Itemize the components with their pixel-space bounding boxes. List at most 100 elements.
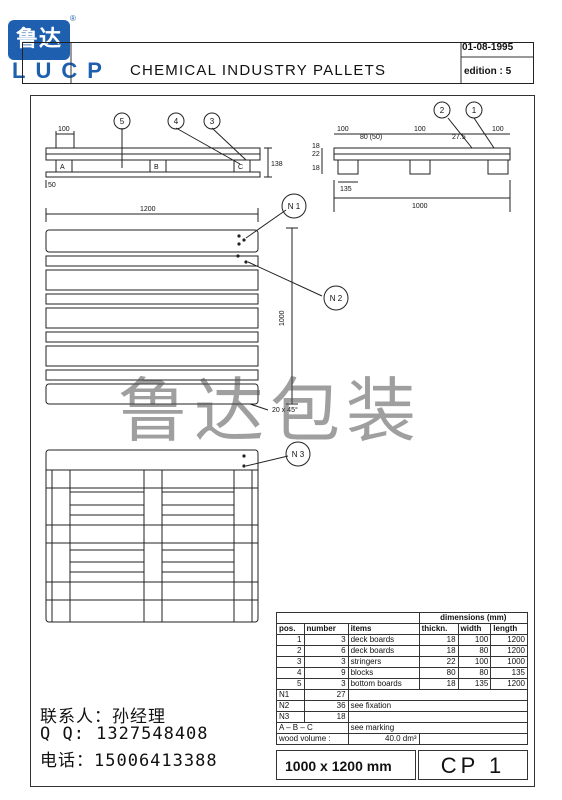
cell-item: deck boards (347, 645, 420, 657)
dim-chamfer: 20 x 45° (272, 406, 298, 414)
callout-3: 3 (210, 117, 215, 126)
page-title: CHEMICAL INDUSTRY PALLETS (130, 62, 387, 79)
cell-length: 1200 (490, 645, 528, 657)
col-items: items (347, 623, 420, 635)
cell-pos: 1 (276, 634, 305, 646)
cell-item: blocks (347, 667, 420, 679)
edition-label: edition : 5 (464, 66, 512, 77)
issue-date: 01-08-1995 (462, 42, 514, 53)
bottom-view (45, 449, 289, 623)
cell-item: stringers (347, 656, 420, 668)
parts-table: dimensions (mm) pos. number items thickn… (276, 612, 529, 745)
note-number: 18 (303, 711, 349, 723)
end-block-mid (409, 159, 431, 175)
dim-side-100: 100 (58, 126, 70, 133)
cell-pos: 4 (276, 667, 305, 679)
note-row: N2 36 see fixation (276, 700, 529, 712)
note-number: 27 (303, 689, 349, 701)
cell-thickness: 18 (418, 678, 459, 690)
label-block-c: C (238, 164, 243, 171)
side-view (45, 127, 272, 188)
top-deck-board-8 (45, 369, 259, 381)
marking-pos: A – B – C (276, 722, 349, 734)
note-n3: N 3 (292, 450, 305, 459)
cell-pos: 2 (276, 645, 305, 657)
wood-volume-value: 40.0 dm³ (347, 733, 420, 745)
note-row: N1 27 (276, 689, 529, 701)
dim-top-1200: 1200 (140, 206, 156, 213)
col-length: length (490, 623, 528, 635)
pallet-size: 1000 x 1200 mm (276, 750, 416, 780)
cell-thickness: 80 (418, 667, 459, 679)
dim-end-27: 27.5 (452, 134, 466, 141)
note-n2: N 2 (330, 294, 343, 303)
dim-end-80: 80 (50) (360, 134, 382, 141)
watermark: 鲁达包装 (118, 370, 422, 452)
title-block (22, 42, 534, 84)
top-deck-board-9 (45, 383, 259, 405)
side-deck-board (45, 147, 261, 155)
end-deck-board (333, 147, 511, 155)
note-row: N3 18 (276, 711, 529, 723)
top-deck-board-7 (45, 345, 259, 367)
table-row: 1 3 deck boards 18 100 1200 (276, 634, 528, 646)
dim-end-1000: 1000 (412, 203, 428, 210)
cell-width: 135 (457, 678, 492, 690)
dim-side-138: 138 (271, 161, 283, 168)
col-thickness: thickn. (418, 623, 459, 635)
cell-pos: 3 (276, 656, 305, 668)
bottom-outline (45, 449, 259, 623)
col-width: width (457, 623, 492, 635)
dimensions-header: dimensions (mm) (418, 612, 529, 624)
end-view (321, 117, 511, 212)
bottom-board-bottom (45, 581, 259, 601)
cell-length: 1200 (490, 678, 528, 690)
dim-end-18a: 18 (312, 143, 320, 150)
cell-width: 80 (457, 645, 492, 657)
dim-end-100a: 100 (337, 126, 349, 133)
dim-side-50: 50 (48, 182, 56, 189)
cell-number: 6 (303, 645, 349, 657)
table-row: 4 9 blocks 80 80 135 (276, 667, 528, 679)
cell-number: 3 (303, 656, 349, 668)
pallet-code: CP 1 (418, 750, 528, 780)
table-row: 2 6 deck boards 18 80 1200 (276, 645, 528, 657)
top-deck-board-3 (45, 269, 259, 291)
bottom-stringer-mid (143, 469, 163, 623)
cell-width: 100 (457, 656, 492, 668)
top-deck-board-5 (45, 307, 259, 329)
cell-thickness: 18 (418, 645, 459, 657)
drawing-frame (30, 95, 535, 787)
top-deck-board-4 (45, 293, 259, 305)
dim-top-1000: 1000 (279, 310, 286, 326)
wood-volume-label: wood volume : (276, 733, 349, 745)
cell-length: 135 (490, 667, 528, 679)
cell-length: 1000 (490, 656, 528, 668)
cell-number: 3 (303, 678, 349, 690)
cell-pos: 5 (276, 678, 305, 690)
bottom-stringer-left (51, 469, 71, 623)
col-pos: pos. (276, 623, 305, 635)
top-deck-board-2 (45, 255, 259, 267)
callout-4: 4 (174, 117, 179, 126)
note-n1: N 1 (288, 202, 301, 211)
note-pos: N1 (276, 689, 305, 701)
contact-qq: Q Q: 1327548408 (40, 724, 209, 744)
wood-volume-row: wood volume : 40.0 dm³ (276, 733, 529, 745)
cell-number: 9 (303, 667, 349, 679)
note-pos: N3 (276, 711, 305, 723)
end-block-left (337, 159, 359, 175)
note-item: see fixation (347, 700, 529, 712)
registered-mark: ® (70, 14, 76, 23)
contact-phone: 电话：15006413388 (40, 751, 218, 771)
bottom-board-top (45, 469, 259, 489)
col-number: number (303, 623, 349, 635)
callout-5: 5 (120, 117, 125, 126)
dim-end-135: 135 (340, 186, 352, 193)
end-stringer (333, 153, 511, 161)
dim-end-18b: 18 (312, 165, 320, 172)
dim-end-100b: 100 (414, 126, 426, 133)
callout-1: 1 (472, 106, 477, 115)
cell-number: 3 (303, 634, 349, 646)
